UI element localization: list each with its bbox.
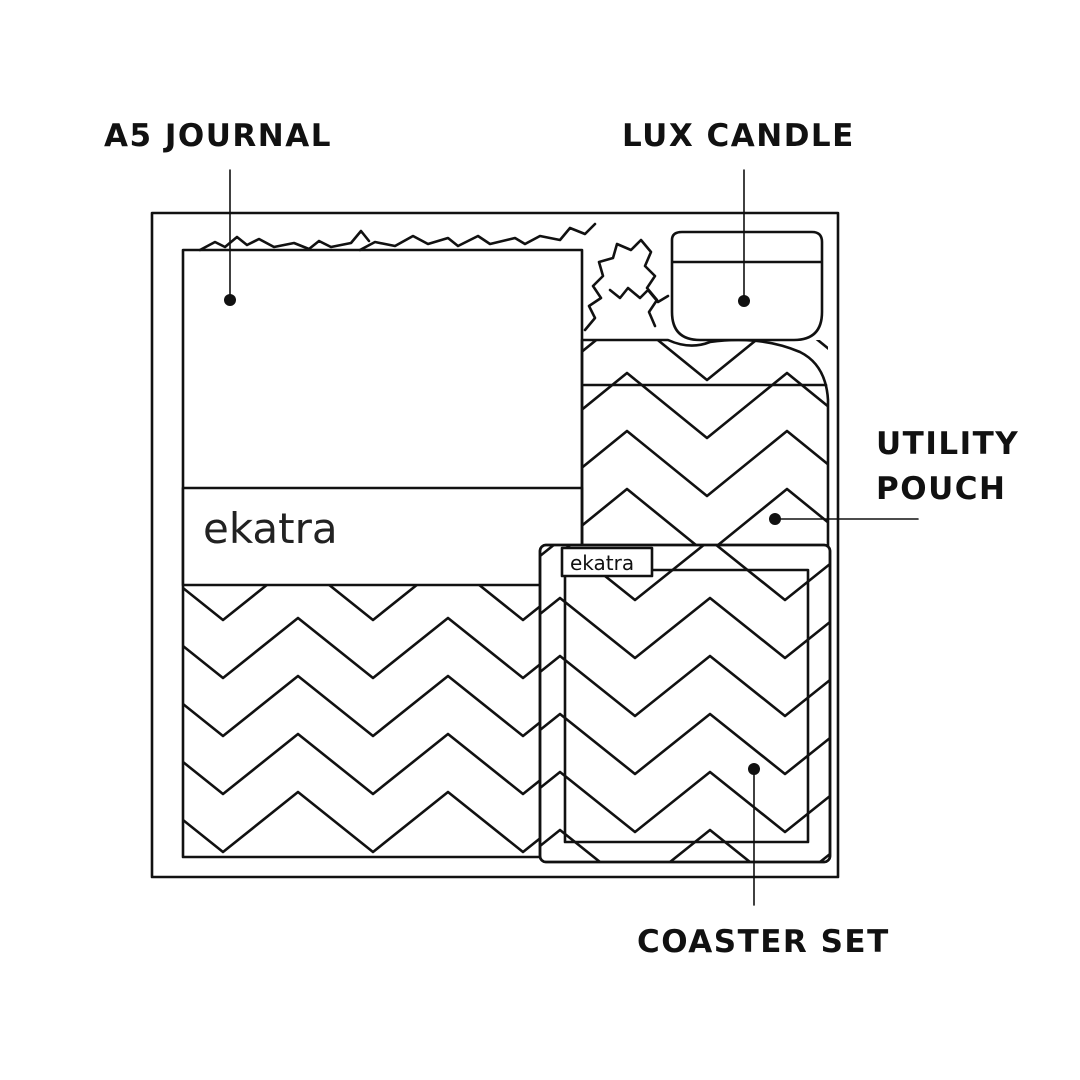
- journal-logo: ekatra: [203, 504, 338, 553]
- coaster-marker: [748, 763, 760, 775]
- zigzag-line: [540, 654, 830, 718]
- label-coaster-set: COASTER SET: [637, 924, 890, 960]
- zigzag-line: [540, 596, 830, 660]
- zigzag-line: [582, 429, 828, 498]
- zigzag-line: [540, 770, 830, 834]
- crinkle-paper: [198, 222, 670, 332]
- coaster-logo: ekatra: [570, 551, 634, 575]
- zigzag-line: [582, 371, 828, 440]
- journal-band: [181, 486, 584, 587]
- candle: [670, 230, 824, 342]
- zigzag-line: [540, 712, 830, 776]
- zigzag-line: [582, 340, 828, 382]
- zigzag-line: [0, 180, 673, 240]
- candle-marker: [738, 295, 750, 307]
- zigzag-line: [0, 412, 673, 472]
- coaster-label-tab: [560, 546, 654, 578]
- coaster-outer-line: [538, 543, 832, 864]
- box-outline: [150, 211, 840, 879]
- zigzag-line: [540, 828, 830, 862]
- coaster-outer: [538, 543, 832, 864]
- label-utility-pouch-line2: POUCH: [876, 471, 1007, 507]
- pouch-marker: [769, 513, 781, 525]
- coaster-inner: [563, 568, 810, 844]
- label-a5-journal: A5 JOURNAL: [104, 118, 332, 154]
- journal-marker: [224, 294, 236, 306]
- zigzag-line: [0, 354, 673, 414]
- label-lux-candle: LUX CANDLE: [622, 118, 855, 154]
- label-utility-pouch-line1: UTILITY: [876, 426, 1020, 462]
- zigzag-line: [0, 296, 673, 356]
